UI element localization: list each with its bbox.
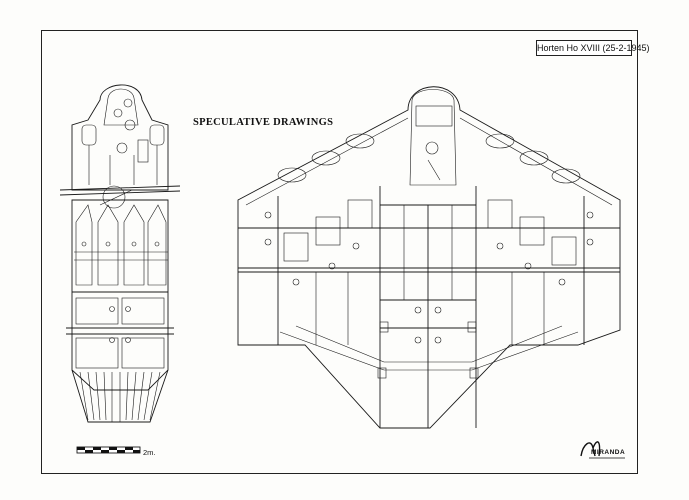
author-signature: MIRANDA [591, 449, 626, 456]
scale-bar-label: 2m. [143, 448, 156, 457]
wing-outline [237, 86, 621, 429]
bomb-bay [74, 204, 168, 286]
turret-ring [102, 185, 126, 209]
canopy [409, 89, 457, 186]
access-panels [264, 211, 594, 344]
title-block: Horten Ho XVIII (25-2-1945) [536, 40, 650, 56]
speculative-heading: SPECULATIVE DRAWINGS [193, 117, 334, 128]
author-signature-mark [580, 441, 625, 459]
tail-exhaust-lines [79, 371, 161, 422]
engine-hatches [283, 199, 577, 266]
wing-windows [277, 133, 581, 184]
drawing-frame [41, 30, 638, 474]
